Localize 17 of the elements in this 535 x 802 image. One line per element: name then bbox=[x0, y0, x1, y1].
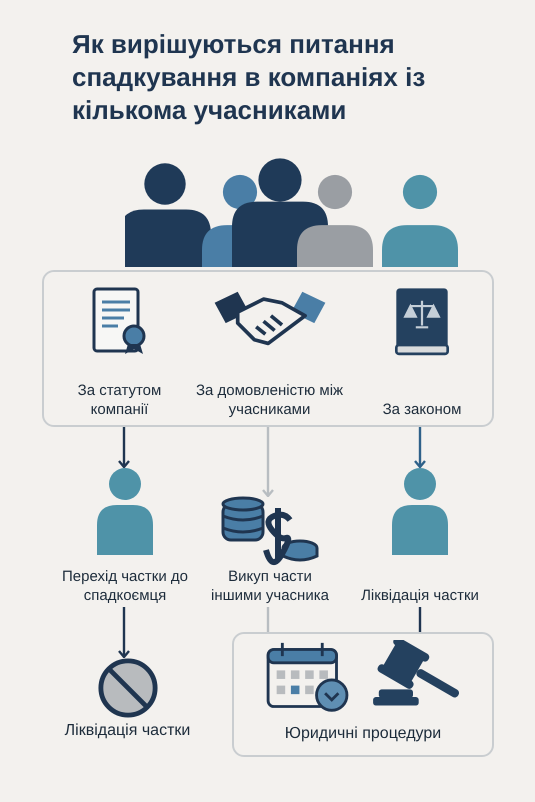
node-label: За статутом компанії bbox=[76, 381, 162, 419]
arrow bbox=[414, 427, 426, 468]
node-label: Викуп части іншими учасника bbox=[210, 567, 330, 605]
node-label: Ліквідація частки bbox=[64, 721, 190, 740]
arrow bbox=[262, 427, 274, 498]
arrow bbox=[118, 427, 130, 468]
node-label: Ліквідація частки bbox=[361, 586, 479, 605]
title: Як вирішуються питання спадкування в компаніях із кількома учасниками bbox=[72, 28, 426, 127]
node-label: Перехід частки до спадкоємця bbox=[61, 567, 189, 605]
node-label: Юридичні процедури bbox=[284, 724, 442, 743]
procedure-box bbox=[232, 632, 494, 757]
connector-line bbox=[418, 607, 422, 632]
arrow bbox=[118, 607, 130, 658]
node-label: За законом bbox=[382, 400, 462, 419]
options-panel bbox=[42, 270, 494, 427]
node-label: За домовленістю між учасниками bbox=[194, 381, 344, 419]
connector-line bbox=[266, 607, 270, 632]
